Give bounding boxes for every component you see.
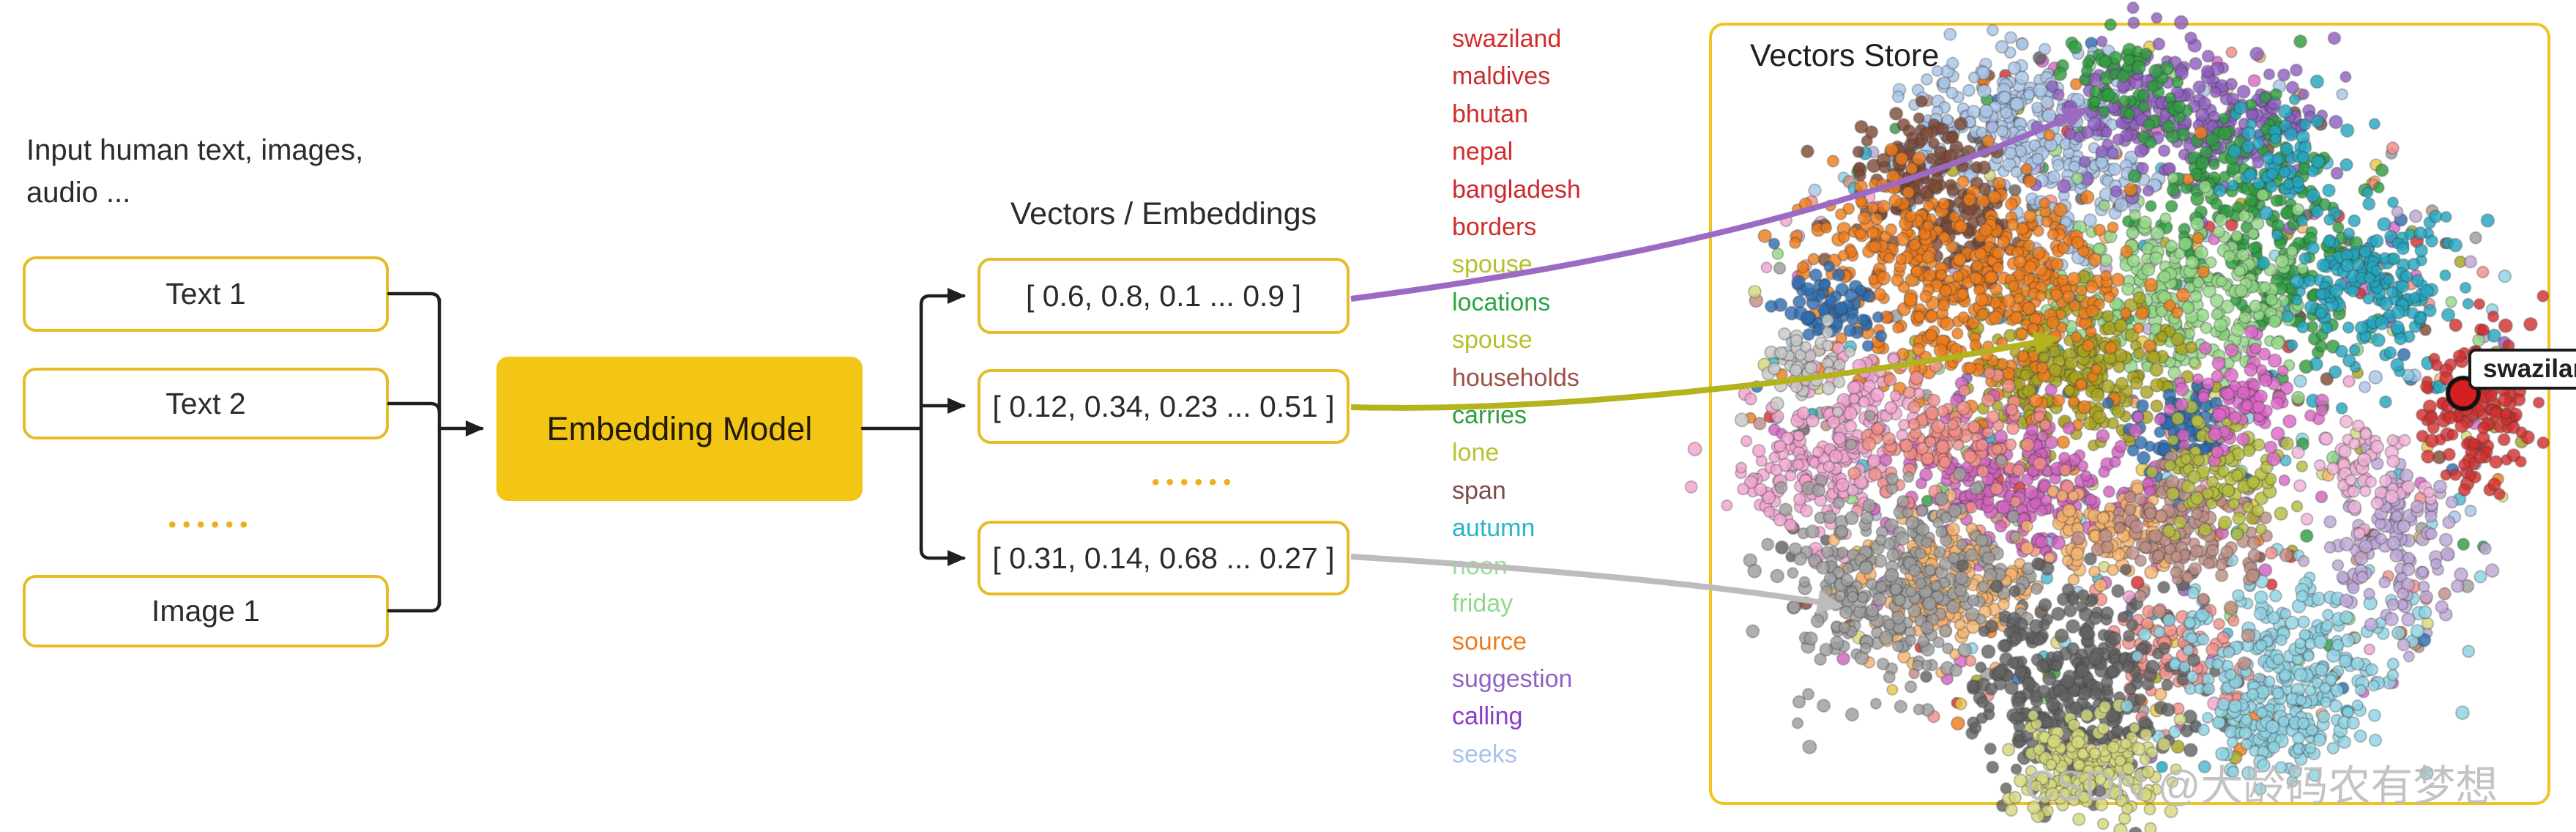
word-item-lone: lone (1452, 439, 1500, 467)
scatter-tooltip-label: swaziland (2483, 354, 2576, 383)
word-item-bhutan: bhutan (1452, 100, 1528, 128)
word-list: swaziland maldives bhutan nepal bangladesh bo… (1452, 21, 1581, 773)
input-box-text2: Text 2 (23, 368, 389, 439)
input-box-text2-label: Text 2 (165, 386, 246, 420)
vectors-title: Vectors / Embeddings (1010, 196, 1317, 231)
input-box-image1-label: Image 1 (151, 594, 261, 628)
word-item-suggestion: suggestion (1452, 664, 1573, 693)
word-item-spouse: spouse (1452, 326, 1533, 354)
word-item-nepal: nepal (1452, 138, 1514, 166)
embedding-model-box: Embedding Model (496, 357, 863, 501)
vector-box-3-value: [ 0.31, 0.14, 0.68 ... 0.27 ] (992, 541, 1335, 575)
word-item-autumn: autumn (1452, 514, 1535, 543)
input-ellipsis-dots: •••••• (168, 513, 255, 537)
scatter-tooltip: swaziland (2468, 349, 2576, 390)
word-item-spouse: spouse (1452, 250, 1533, 279)
watermark-text: CSDN @大龄码农有梦想 (2025, 762, 2498, 810)
word-item-swaziland: swaziland (1452, 25, 1562, 53)
word-item-locations: locations (1452, 288, 1551, 316)
word-item-households: households (1452, 363, 1579, 392)
input-heading: Input human text, images, audio ... (26, 134, 364, 209)
vector-box-3: [ 0.31, 0.14, 0.68 ... 0.27 ] (978, 521, 1350, 595)
vector-box-2-value: [ 0.12, 0.34, 0.23 ... 0.51 ] (992, 389, 1335, 423)
word-item-friday: friday (1452, 590, 1514, 618)
word-item-calling: calling (1452, 702, 1523, 731)
word-item-noon: noon (1452, 551, 1508, 580)
vector-box-1: [ 0.6, 0.8, 0.1 ... 0.9 ] (978, 258, 1350, 334)
word-item-borders: borders (1452, 213, 1537, 242)
word-item-seeks: seeks (1452, 740, 1517, 768)
embedding-model-label: Embedding Model (546, 409, 813, 447)
vectors-ellipsis-dots: •••••• (1152, 470, 1238, 494)
word-item-bangladesh: bangladesh (1452, 175, 1581, 204)
vectors-store-title: Vectors Store (1750, 38, 1940, 73)
input-box-text1: Text 1 (23, 256, 389, 332)
word-item-span: span (1452, 476, 1506, 505)
word-item-maldives: maldives (1452, 62, 1551, 91)
word-item-source: source (1452, 627, 1527, 655)
vector-box-1-value: [ 0.6, 0.8, 0.1 ... 0.9 ] (1025, 278, 1302, 313)
input-box-image1: Image 1 (23, 575, 389, 647)
input-box-text1-label: Text 1 (165, 277, 246, 311)
vector-box-2: [ 0.12, 0.34, 0.23 ... 0.51 ] (978, 369, 1350, 444)
word-item-carries: carries (1452, 401, 1527, 430)
